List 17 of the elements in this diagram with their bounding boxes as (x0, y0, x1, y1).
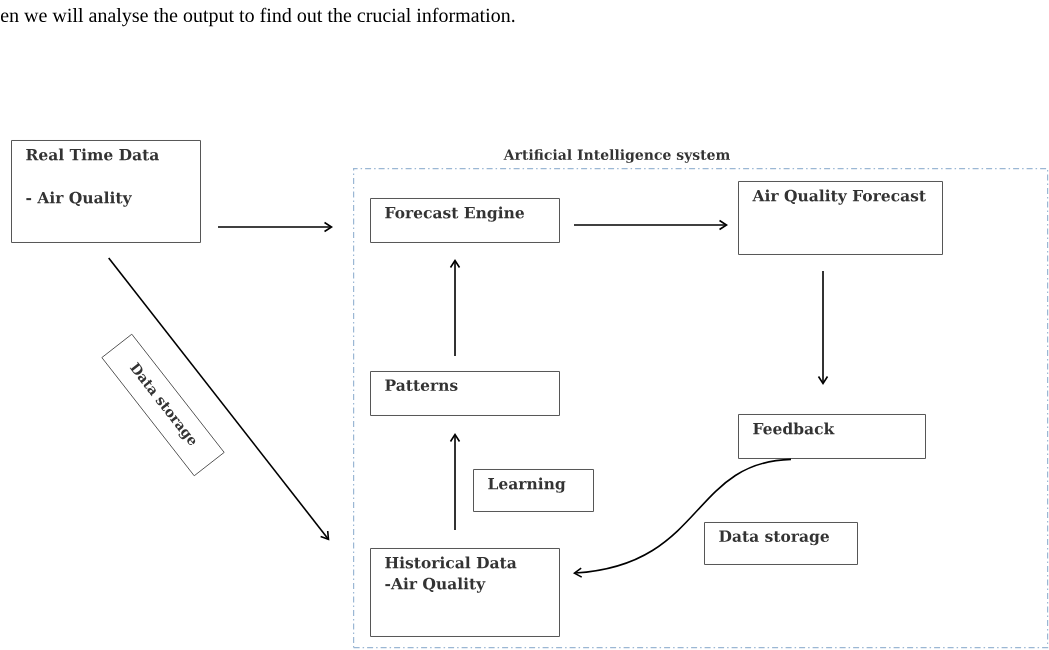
arrow (449, 433, 461, 531)
arrow (573, 458, 792, 578)
process-box: Air Quality Forecast (738, 181, 943, 255)
arrow (817, 270, 829, 385)
arrow (449, 259, 461, 357)
arrow (573, 219, 728, 231)
process-box: Patterns (370, 371, 560, 416)
process-box: Historical Data -Air Quality (370, 548, 560, 637)
process-box: Real Time Data - Air Quality (11, 140, 201, 243)
body-text: en we will analyse the output to find out the crucial information. (1, 7, 515, 27)
process-box: Learning (473, 469, 594, 512)
node-label: Artificial Intelligence system (503, 149, 730, 163)
process-box: Data storage (704, 522, 858, 565)
arrow (107, 257, 330, 541)
process-box: Forecast Engine (370, 198, 560, 243)
process-box: Feedback (738, 414, 926, 459)
arrow (217, 221, 333, 233)
